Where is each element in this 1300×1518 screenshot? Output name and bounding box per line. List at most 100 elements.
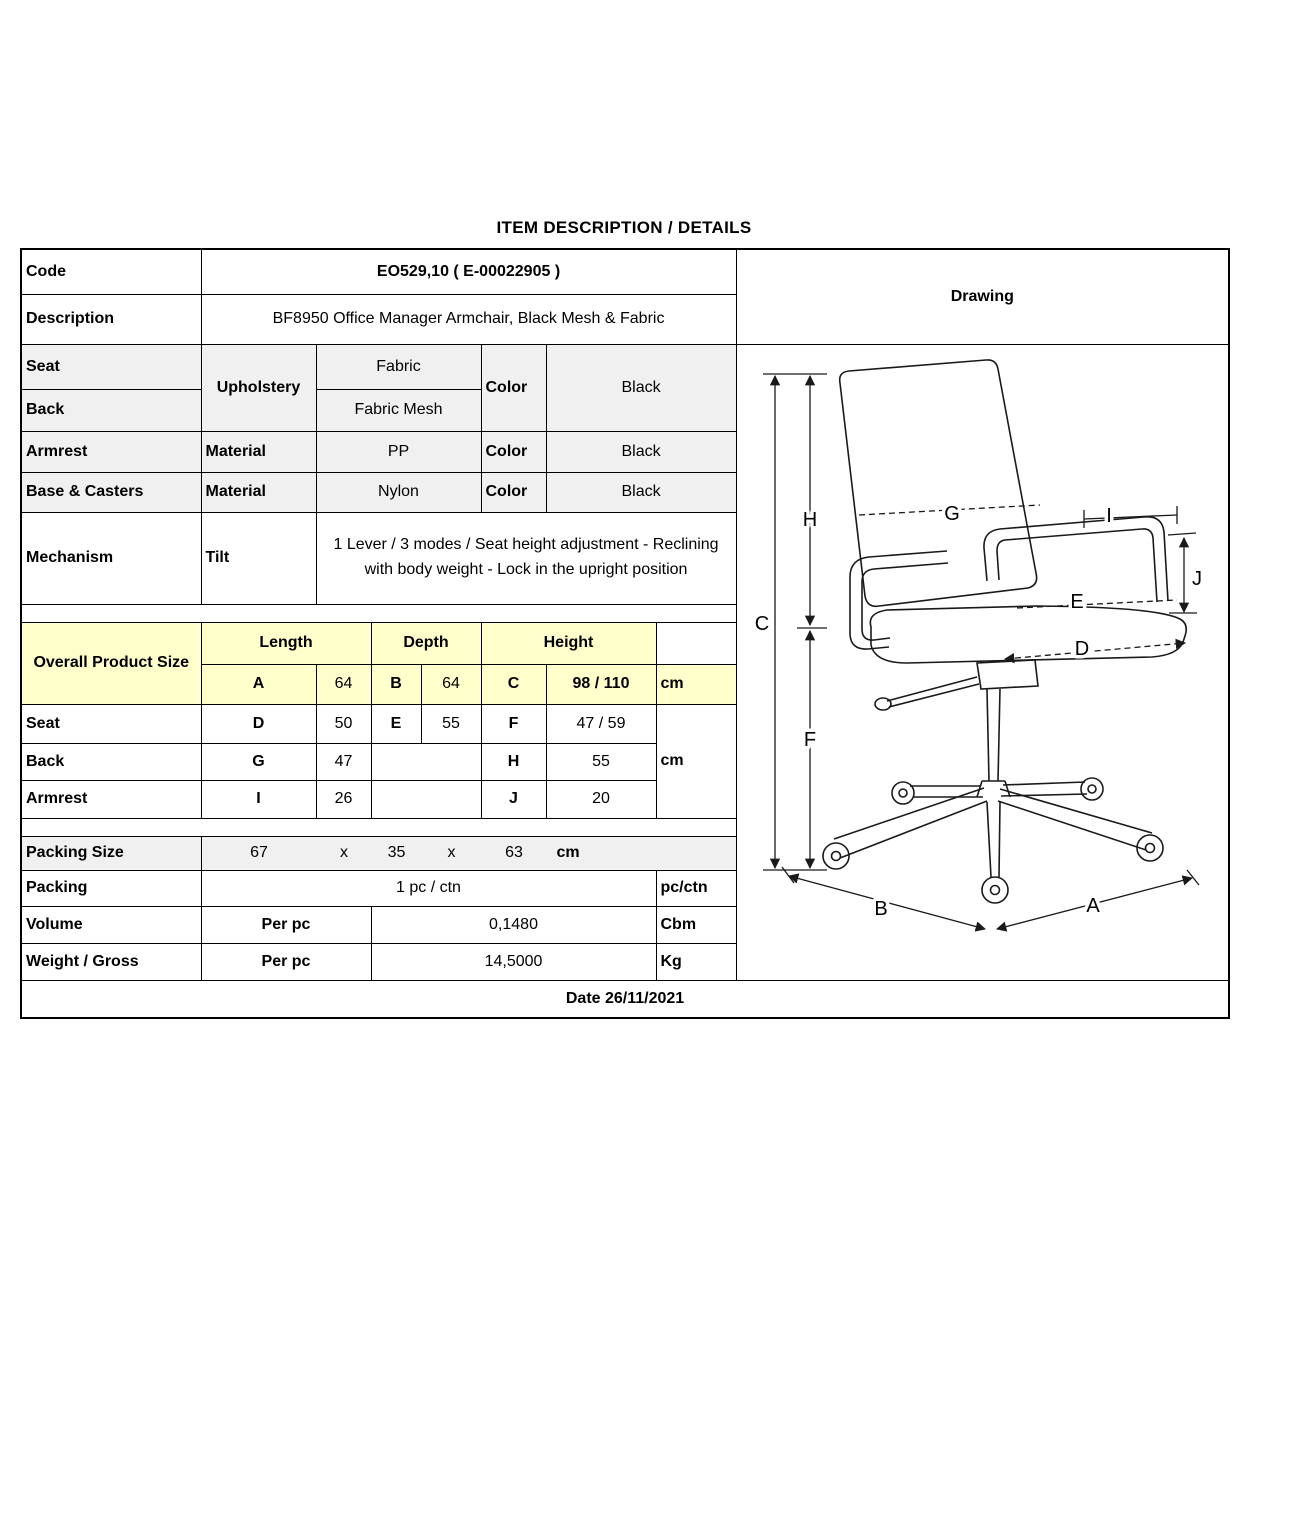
dims-header-empty-cell [655,621,737,665]
base-leg-left [833,786,987,859]
base-leg-back-left [909,784,983,798]
dim-c-value: 98 / 110 [545,663,657,705]
packing-size-width: 35 [387,844,406,861]
right-armrest-outline [982,515,1169,601]
dim-line-e [1016,598,1177,609]
dim-label-b: B [874,898,887,920]
dim-c-key: C [480,663,547,705]
volume-per-label: Per pc [200,905,372,944]
dim-d-key: D [200,703,317,744]
weight-unit: Kg [655,942,737,981]
caster-front [980,875,1009,904]
spacer-row [20,603,737,623]
dim-line-a [995,874,1193,932]
chair-drawing: C H F G I J E D B A [751,358,1205,932]
base-label: Base & Casters [20,471,202,513]
caster-right [1135,833,1164,862]
caster-back-right [1079,776,1104,801]
page-title: ITEM DESCRIPTION / DETAILS [496,218,752,237]
dim-i-value: 26 [315,779,372,819]
dim-label-h: H [802,509,816,531]
base-color-label: Color [480,471,547,513]
dim-label-f: F [803,729,815,751]
caster-back-left [890,780,915,805]
volume-unit: Cbm [655,905,737,944]
dim-line-d [1003,638,1186,663]
seat-dims-label: Seat [20,703,202,744]
dim-line-g [858,503,1040,516]
dim-label-d: D [1074,638,1088,660]
gas-cylinder [975,688,1011,797]
depth-header: Depth [370,621,482,665]
left-armrest-inner [860,561,948,641]
packing-size-value-cell: 67 x 35 x 63 cm [200,835,737,871]
overall-unit: cm [655,663,737,705]
armrest-dims-empty-cell [370,779,482,819]
dimension-lines [762,372,1200,932]
armrest-color-value: Black [545,430,737,473]
dim-a-value: 64 [315,663,372,705]
dim-g-key: G [200,742,317,781]
height-header: Height [480,621,657,665]
volume-label: Volume [20,905,202,944]
packing-label: Packing [20,869,202,907]
back-label: Back [20,388,202,432]
armrest-color-label: Color [480,430,547,473]
armrest-dims-label: Armrest [20,779,202,819]
armrest-label: Armrest [20,430,202,473]
length-header: Length [200,621,372,665]
dim-line-i [1083,513,1177,520]
dim-e-key: E [370,703,422,744]
weight-label: Weight / Gross [20,942,202,981]
weight-per-label: Per pc [200,942,372,981]
seat-back-color-value: Black [545,343,737,432]
dim-label-e: E [1070,591,1083,613]
tilt-lever [886,675,979,708]
dim-i-key: I [200,779,317,819]
dim-f-value: 47 / 59 [545,703,657,744]
mechanism-value: 1 Lever / 3 modes / Seat height adjustme… [315,511,737,605]
weight-value: 14,5000 [370,942,657,981]
backrest-outline [838,358,1037,607]
chair-outline [821,358,1187,904]
dim-f-key: F [480,703,547,744]
packing-size-unit: cm [556,844,580,861]
tilt-label: Tilt [200,511,317,605]
armrest-material-value: PP [315,430,482,473]
dim-j-key: J [480,779,547,819]
date-row: Date 26/11/2021 [20,979,1230,1019]
seat-outline [869,604,1187,664]
spec-table: Code EO529,10 ( E-00022905 ) Drawing Des… [20,248,1231,1019]
code-value: EO529,10 ( E-00022905 ) [200,248,737,295]
spacer-row [20,817,737,837]
back-dims-empty-cell [370,742,482,781]
mechanism-box [975,658,1039,690]
overall-size-label: Overall Product Size [20,621,202,705]
seat-upholstery-value: Fabric [315,343,482,390]
seat-label: Seat [20,343,202,390]
dim-label-a: A [1086,895,1100,917]
dim-j-value: 20 [545,779,657,819]
right-armrest-inner [995,527,1158,602]
dimension-labels: C H F G I J E D B A [751,499,1205,923]
packing-size-length: 67 [250,844,268,861]
base-material-label: Material [200,471,317,513]
dim-b-key: B [370,663,422,705]
description-label: Description [20,293,202,345]
dim-d-value: 50 [315,703,372,744]
upholstery-label: Upholstery [200,343,317,432]
base-leg-back-right [1000,780,1087,797]
packing-size-x2: x [447,844,456,861]
dim-h-key: H [480,742,547,781]
dim-label-i: I [1106,505,1112,527]
dims-unit: cm [655,703,737,819]
base-color-value: Black [545,471,737,513]
code-label: Code [20,248,202,295]
dim-line-b [787,872,986,932]
dim-label-c: C [754,613,768,635]
packing-size-x1: x [340,844,348,861]
dim-b-value: 64 [420,663,482,705]
lever-knob [873,696,892,711]
dim-a-key: A [200,663,317,705]
dim-label-j: J [1192,568,1202,590]
